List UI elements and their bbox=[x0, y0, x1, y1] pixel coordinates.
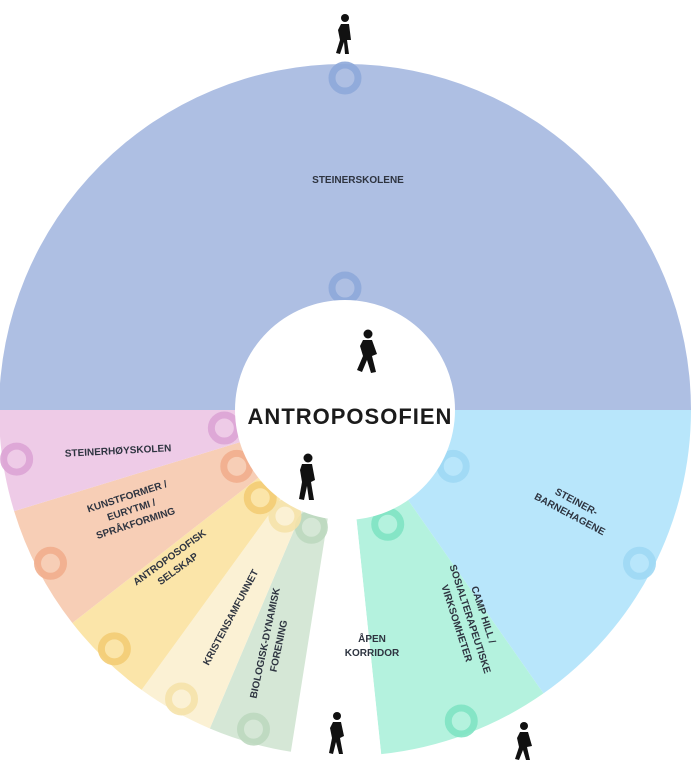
notch-kunstformer-outer bbox=[34, 546, 68, 580]
segment-kunstformer bbox=[14, 441, 260, 624]
notch-antroposofisk-selskap-outer bbox=[97, 632, 131, 666]
walking-figure-bottom-left-icon bbox=[329, 712, 344, 754]
label-apen-korridor: ÅPEN KORRIDOR bbox=[345, 632, 400, 659]
svg-text:KORRIDOR: KORRIDOR bbox=[345, 648, 400, 659]
segment-biologisk-dynamisk bbox=[209, 509, 329, 752]
segment-steinerskolene bbox=[0, 64, 691, 410]
walking-figure-top-icon bbox=[336, 14, 351, 54]
center-label: ANTROPOSOFIEN bbox=[248, 404, 453, 429]
notch-kunstformer-inner bbox=[220, 449, 254, 483]
segment-steiner-barnehagene bbox=[406, 410, 691, 694]
notch-kristensamfunnet-outer bbox=[165, 682, 199, 716]
segments-layer bbox=[0, 64, 691, 756]
notch-kristensamfunnet-inner bbox=[268, 499, 302, 533]
notch-steinerskolene-outer bbox=[328, 61, 362, 95]
notch-steiner-barnehagene-inner bbox=[436, 449, 470, 483]
notch-antroposofisk-selskap-inner bbox=[243, 481, 277, 515]
segment-kristensamfunnet bbox=[141, 497, 303, 729]
walking-figure-center-icon bbox=[357, 329, 377, 373]
center-circle bbox=[235, 300, 455, 520]
notch-camp-hill-outer bbox=[444, 704, 478, 738]
svg-text:ÅPEN: ÅPEN bbox=[358, 632, 386, 645]
walking-figure-bottom-right-icon bbox=[515, 722, 532, 760]
segment-steinerhoyskolen bbox=[0, 410, 242, 512]
walking-figure-left-icon bbox=[299, 453, 315, 500]
notch-steinerhoyskolen-outer bbox=[0, 442, 34, 476]
notches-layer bbox=[0, 61, 656, 746]
notch-steiner-barnehagene-outer bbox=[622, 546, 656, 580]
segment-camp-hill bbox=[356, 498, 544, 755]
label-steinerskolene: STEINERSKOLENE bbox=[312, 175, 404, 186]
segment-apen-korridor bbox=[290, 516, 382, 756]
notch-biologisk-dynamisk-outer bbox=[236, 712, 270, 746]
